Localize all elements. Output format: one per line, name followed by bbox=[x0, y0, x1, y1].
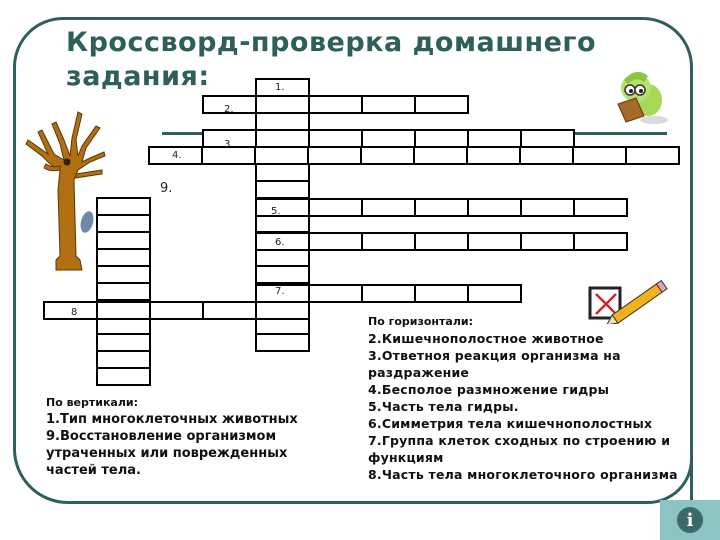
hydra-illustration-icon bbox=[20, 100, 110, 276]
crossword-cell[interactable] bbox=[254, 146, 309, 165]
crossword-cell[interactable] bbox=[202, 95, 257, 114]
vertical-clues-header: По вертикали: bbox=[46, 396, 139, 409]
crossword-cell[interactable] bbox=[467, 284, 522, 303]
crossword-cell[interactable] bbox=[467, 198, 522, 217]
clue-2: 2.Кишечнополостное животное bbox=[368, 331, 604, 346]
crossword-cell[interactable] bbox=[467, 232, 522, 251]
crossword-cell[interactable] bbox=[573, 198, 628, 217]
clue-6: 6.Симметрия тела кишечнополостных bbox=[368, 416, 653, 431]
title-line-2: задания: bbox=[66, 61, 210, 92]
crossword-cell[interactable] bbox=[361, 95, 416, 114]
crossword-cell[interactable] bbox=[361, 198, 416, 217]
crossword-cell[interactable] bbox=[255, 301, 310, 320]
crossword-cell[interactable] bbox=[414, 232, 469, 251]
word-number-3: 3. bbox=[224, 139, 234, 150]
clue-4: 4.Бесполое размножение гидры bbox=[368, 382, 610, 397]
word-number-9: 9. bbox=[160, 181, 173, 196]
x-checkbox-pencil-icon bbox=[588, 278, 678, 328]
crossword-cell[interactable] bbox=[360, 146, 415, 165]
clue-3: 3.Ответноя реакция организма на раздраже… bbox=[368, 348, 621, 380]
frame-bottom-left bbox=[13, 330, 351, 504]
horizontal-clues: По горизонтали: 2.Кишечнополостное живот… bbox=[368, 313, 713, 483]
clue-8: 8.Часть тела многоклеточного организма bbox=[368, 467, 678, 482]
crossword-cell[interactable] bbox=[149, 301, 204, 320]
crossword-cell[interactable] bbox=[255, 333, 310, 352]
crossword-cell[interactable] bbox=[202, 301, 257, 320]
crossword-cell[interactable] bbox=[308, 198, 363, 217]
crossword-cell[interactable] bbox=[96, 301, 151, 320]
frame-bottom-right bbox=[340, 400, 693, 504]
crossword-cell[interactable] bbox=[255, 198, 310, 217]
clue-1: 1.Тип многоклеточных животных bbox=[46, 412, 298, 427]
frame-top-left bbox=[13, 17, 351, 420]
bookworm-reading-icon bbox=[614, 66, 670, 132]
word-number-1: 1. bbox=[275, 82, 285, 93]
crossword-cell[interactable] bbox=[466, 146, 521, 165]
crossword-cell[interactable] bbox=[413, 146, 468, 165]
clue-5: 5.Часть тела гидры. bbox=[368, 399, 519, 414]
info-button[interactable]: i bbox=[660, 500, 720, 540]
word-number-6: 6. bbox=[275, 237, 285, 248]
page-title: Кроссворд-проверка домашнего задания: bbox=[66, 26, 596, 94]
crossword-cell[interactable] bbox=[519, 146, 574, 165]
crossword-cell[interactable] bbox=[572, 146, 627, 165]
word-number-8: 8 bbox=[71, 307, 78, 318]
crossword-cell[interactable] bbox=[308, 232, 363, 251]
crossword-cell[interactable] bbox=[308, 95, 363, 114]
word-number-4: 4. bbox=[172, 150, 182, 161]
horizontal-clues-header: По горизонтали: bbox=[368, 315, 473, 328]
crossword-cell[interactable] bbox=[307, 146, 362, 165]
crossword-cell[interactable] bbox=[414, 284, 469, 303]
crossword-cell[interactable] bbox=[308, 284, 363, 303]
clue-7: 7.Группа клеток сходных по строению и фу… bbox=[368, 433, 671, 465]
crossword-cell[interactable] bbox=[414, 95, 469, 114]
title-line-1: Кроссворд-проверка домашнего bbox=[66, 27, 597, 58]
crossword-cell[interactable] bbox=[96, 367, 151, 386]
crossword-cell[interactable] bbox=[361, 284, 416, 303]
clue-9: 9.Восстановление организмом утраченных и… bbox=[46, 429, 288, 478]
word-number-2: 2. bbox=[224, 104, 234, 115]
word-number-5: 5. bbox=[271, 206, 281, 217]
crossword-cell[interactable] bbox=[520, 232, 575, 251]
crossword-cell[interactable] bbox=[414, 198, 469, 217]
crossword-cell[interactable] bbox=[625, 146, 680, 165]
info-icon: i bbox=[677, 507, 703, 533]
word-number-7: 7. bbox=[275, 286, 285, 297]
crossword-cell[interactable] bbox=[361, 232, 416, 251]
crossword-cell[interactable] bbox=[520, 198, 575, 217]
crossword-cell[interactable] bbox=[573, 232, 628, 251]
vertical-clues: По вертикали: 1.Тип многоклеточных живот… bbox=[46, 396, 306, 479]
frame-top-right bbox=[340, 17, 693, 500]
